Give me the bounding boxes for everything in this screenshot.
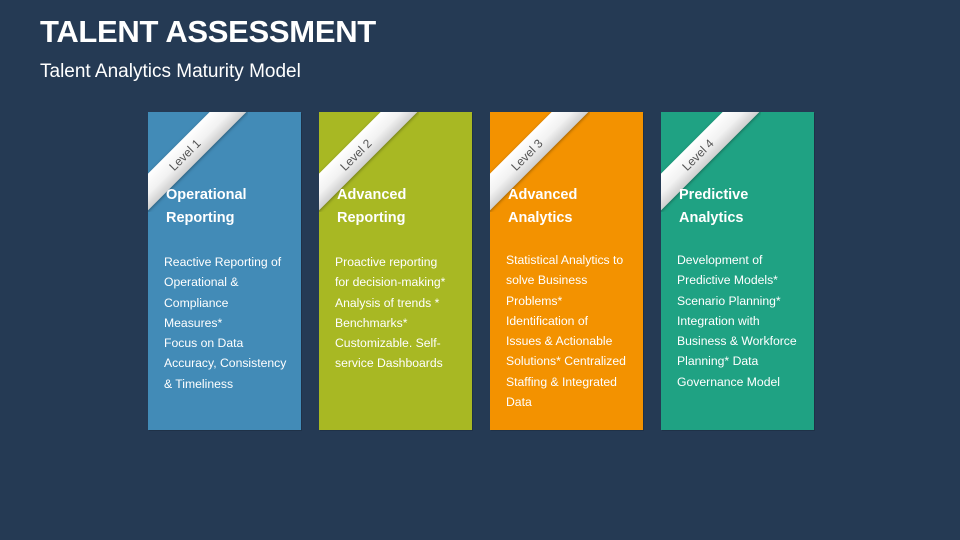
description-line: Development of xyxy=(677,253,763,267)
description-line: Identification of xyxy=(506,313,588,328)
heading-line: Predictive xyxy=(679,187,749,203)
card-heading: Operational Reporting xyxy=(166,184,293,230)
heading-line: Reporting xyxy=(166,210,235,226)
description-line: service Dashboards xyxy=(335,356,443,371)
description-line: for decision-making* xyxy=(335,275,446,290)
description-line: Scenario Planning* xyxy=(677,293,781,308)
level-4-card: Level 4 Predictive Analytics Development… xyxy=(661,112,814,430)
heading-line: Advanced xyxy=(508,187,578,203)
heading-line: Advanced xyxy=(337,187,407,203)
description-line: Focus on Data xyxy=(164,336,244,351)
description-line: Analysis of trends * xyxy=(335,295,440,310)
description-line: Reactive Reporting of xyxy=(164,255,282,269)
description-line: Planning* Data xyxy=(677,354,759,369)
description-line: Accuracy, Consistency xyxy=(164,356,287,371)
description-line: Proactive reporting xyxy=(335,255,438,269)
heading-line: Reporting xyxy=(337,210,406,226)
description-line: Benchmarks* xyxy=(335,315,408,330)
card-description: Proactive reporting for decision-making*… xyxy=(335,252,466,374)
description-line: Predictive Models* xyxy=(677,273,778,288)
description-line: Issues & Actionable xyxy=(506,334,613,349)
description-line: Business & Workforce xyxy=(677,334,797,349)
level-3-card: Level 3 Advanced Analytics Statistical A… xyxy=(490,112,643,430)
description-line: solve Business xyxy=(506,273,588,288)
heading-line: Analytics xyxy=(679,210,744,226)
level-1-card: Level 1 Operational Reporting Reactive R… xyxy=(148,112,301,430)
description-line: Measures* xyxy=(164,315,223,330)
level-2-card: Level 2 Advanced Reporting Proactive rep… xyxy=(319,112,472,430)
description-line: Problems* xyxy=(506,293,563,308)
description-line: Integration with xyxy=(677,313,760,328)
card-heading: Advanced Analytics xyxy=(508,184,635,230)
description-line: Statistical Analytics to xyxy=(506,253,624,267)
card-heading: Advanced Reporting xyxy=(337,184,464,230)
card-description: Statistical Analytics to solve Business … xyxy=(506,250,637,412)
description-line: Governance Model xyxy=(677,374,780,389)
description-line: Solutions* Centralized xyxy=(506,354,626,369)
heading-line: Analytics xyxy=(508,210,573,226)
heading-line: Operational xyxy=(166,187,247,203)
card-description: Development of Predictive Models* Scenar… xyxy=(677,250,808,392)
slide-title: TALENT ASSESSMENT xyxy=(40,14,376,49)
slide-subtitle: Talent Analytics Maturity Model xyxy=(40,61,301,82)
card-heading: Predictive Analytics xyxy=(679,184,806,230)
description-line: & Timeliness xyxy=(164,376,234,391)
description-line: Compliance xyxy=(164,295,229,310)
description-line: Staffing & Integrated xyxy=(506,374,617,389)
card-description: Reactive Reporting of Operational & Comp… xyxy=(164,252,295,394)
description-line: Data xyxy=(506,395,532,410)
description-line: Operational & xyxy=(164,275,239,290)
description-line: Customizable. Self- xyxy=(335,336,441,351)
